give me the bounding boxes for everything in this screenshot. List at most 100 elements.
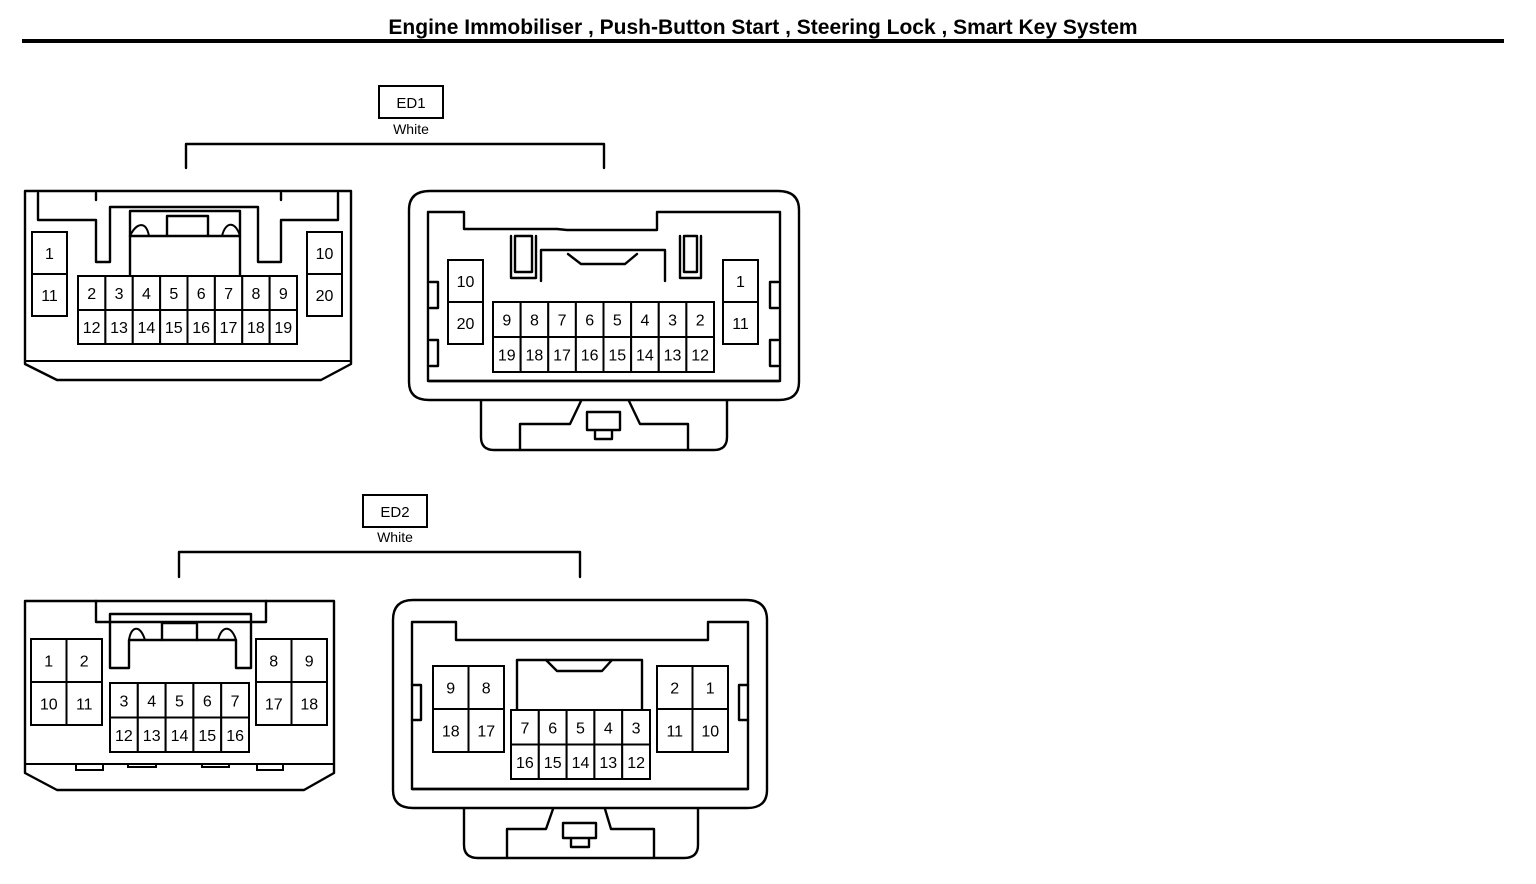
pin-cell [519,336,550,373]
pin-number: 5 [175,693,184,710]
pin-cell [159,275,189,311]
connector-bracket [177,550,582,579]
pin-number: 12 [627,755,645,772]
connector-color: White [393,121,429,137]
pin-number: 7 [520,720,529,737]
pin-number: 15 [165,320,183,337]
pin-number: 3 [119,693,128,710]
pin-number: 3 [115,286,124,303]
pin-number: 13 [110,320,128,337]
pin-cell [241,309,271,345]
connector-color: White [377,529,413,545]
pin-cell [691,708,729,753]
pin-number: 12 [115,728,133,745]
pin-cell [656,665,694,710]
pin-number: 3 [632,720,641,737]
pin-number: 7 [558,313,567,330]
pin-number: 8 [530,313,539,330]
pin-cell [159,309,189,345]
pin-number: 8 [251,286,260,303]
pin-number: 16 [192,320,210,337]
pin-number: 9 [502,313,511,330]
ed1-device-side-housing [407,189,801,452]
pin-cell [621,743,652,780]
pin-cell [109,716,139,753]
pin-number: 4 [604,720,613,737]
pin-cell [136,716,167,753]
pin-cell [65,638,103,683]
pin-number: 16 [581,348,599,365]
page-title: Engine Immobiliser , Push-Button Start ,… [388,16,1137,39]
pin-number: 6 [203,693,212,710]
pin-number: 2 [670,681,679,698]
pin-number: 20 [457,316,475,333]
pin-cell [213,275,244,311]
pin-number: 1 [706,681,715,698]
ed2-device-side-housing [391,598,769,860]
pin-number: 7 [231,693,240,710]
connector-id: ED2 [380,504,409,521]
pin-number: 8 [269,654,278,671]
pin-number: 9 [305,654,314,671]
pin-cell [290,681,328,726]
pin-number: 19 [274,320,292,337]
pin-number: 17 [265,697,283,714]
pin-number: 2 [80,654,89,671]
pin-cell [290,638,328,683]
pin-cell [722,301,759,345]
pin-cell [656,708,694,753]
pin-cell [722,259,759,303]
pin-number: 10 [40,697,58,714]
pin-cell [131,309,162,345]
connector-label-ed1: ED1 White [378,85,444,137]
pin-number: 12 [83,320,101,337]
pin-cell [306,231,343,275]
pin-number: 11 [41,288,58,305]
pin-number: 9 [279,286,288,303]
pin-number: 11 [732,316,749,333]
pin-number: 3 [668,313,677,330]
pin-number: 5 [169,286,178,303]
pin-number: 5 [613,313,622,330]
pin-number: 14 [572,755,590,772]
pin-number: 1 [45,246,54,263]
pin-cell [109,682,139,719]
pin-cell [65,681,103,726]
pin-number: 1 [44,654,53,671]
pin-number: 18 [300,697,318,714]
pin-cell [241,275,271,311]
pin-number: 6 [548,720,557,737]
pin-number: 8 [482,681,491,698]
pin-number: 14 [636,348,654,365]
pin-number: 15 [544,755,562,772]
pin-number: 18 [247,320,265,337]
pin-number: 4 [640,313,649,330]
pin-cell [30,681,68,726]
pin-number: 9 [446,681,455,698]
pin-cell [492,301,522,338]
pin-number: 15 [608,348,626,365]
pin-number: 2 [696,313,705,330]
pin-number: 17 [220,320,238,337]
pin-number: 4 [147,693,156,710]
pin-number: 11 [666,724,683,741]
pin-number: 13 [599,755,617,772]
pin-cell [104,309,134,345]
pin-cell [213,309,244,345]
pin-number: 10 [316,246,334,263]
pin-cell [306,273,343,317]
pin-number: 2 [87,286,96,303]
pin-number: 5 [576,720,585,737]
pin-cell [565,743,596,780]
pin-cell [186,309,216,345]
pin-number: 16 [226,728,244,745]
pin-number: 1 [736,274,745,291]
pin-number: 13 [143,728,161,745]
pin-cell [510,743,540,780]
